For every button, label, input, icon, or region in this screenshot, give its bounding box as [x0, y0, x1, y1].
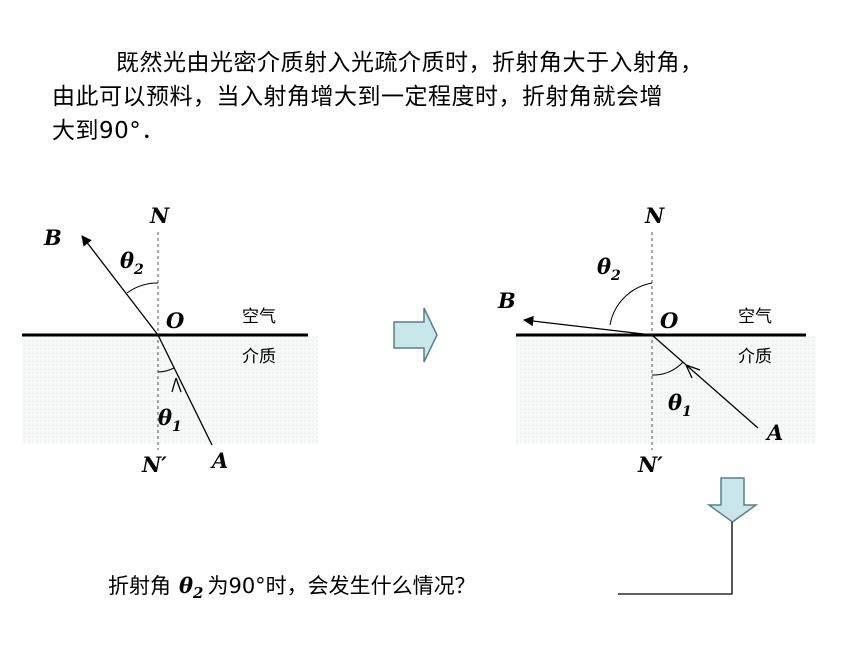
- right-label-n-prime: N′: [637, 452, 663, 477]
- right-medium-region: [516, 336, 816, 444]
- right-incident-ray: [651, 334, 759, 429]
- intro-paragraph: 既然光由光密介质射入光疏介质时，折射角大于入射角， 由此可以预料，当入射角增大到…: [52, 46, 832, 148]
- left-incident-arrow: [171, 377, 182, 393]
- right-theta1-arc: [651, 361, 684, 376]
- right-label-b: B: [497, 288, 516, 313]
- right-label-medium: 介质: [738, 347, 772, 367]
- question-suffix: 为90°时，会发生什么情况？: [207, 574, 476, 598]
- right-diagram: N θ2 B O 空气 介质 θ1 A N′: [497, 203, 816, 477]
- right-label-theta1: θ1: [668, 390, 692, 420]
- intro-line-2: 由此可以预料，当入射角增大到一定程度时，折射角就会增: [52, 84, 663, 110]
- left-medium-region: [22, 336, 318, 444]
- left-label-theta1: θ1: [158, 405, 182, 435]
- right-label-a: A: [765, 420, 783, 445]
- left-label-medium: 介质: [242, 347, 276, 367]
- right-label-n: N: [644, 203, 665, 228]
- right-label-air: 空气: [738, 307, 772, 327]
- question-connector-line: [618, 522, 733, 595]
- left-label-air: 空气: [242, 307, 276, 327]
- left-label-n: N: [149, 203, 170, 228]
- left-diagram: N B θ2 O 空气 介质 θ1 N′ A: [22, 203, 318, 477]
- left-label-n-prime: N′: [141, 452, 167, 477]
- right-incident-arrow: [685, 364, 701, 379]
- intro-line-3: 大到90°．: [52, 118, 165, 144]
- transition-arrow-right: [393, 307, 438, 363]
- left-label-theta2: θ2: [120, 248, 144, 278]
- right-theta2-arc: [609, 282, 653, 326]
- left-label-a: A: [210, 448, 228, 473]
- left-theta2-arc: [126, 282, 159, 294]
- right-label-theta2: θ2: [597, 254, 621, 284]
- right-label-o: O: [660, 308, 679, 333]
- left-label-o: O: [166, 308, 185, 333]
- transition-arrow-down: [706, 477, 759, 523]
- left-incident-ray: [157, 334, 213, 446]
- left-refracted-ray: [81, 235, 159, 336]
- question-theta: θ2: [179, 573, 204, 603]
- left-theta1-arc: [157, 367, 175, 373]
- intro-line-1: 既然光由光密介质射入光疏介质时，折射角大于入射角，: [116, 50, 704, 76]
- left-label-b: B: [43, 225, 62, 250]
- right-refracted-ray: [522, 315, 653, 336]
- question-prefix: 折射角: [108, 574, 171, 598]
